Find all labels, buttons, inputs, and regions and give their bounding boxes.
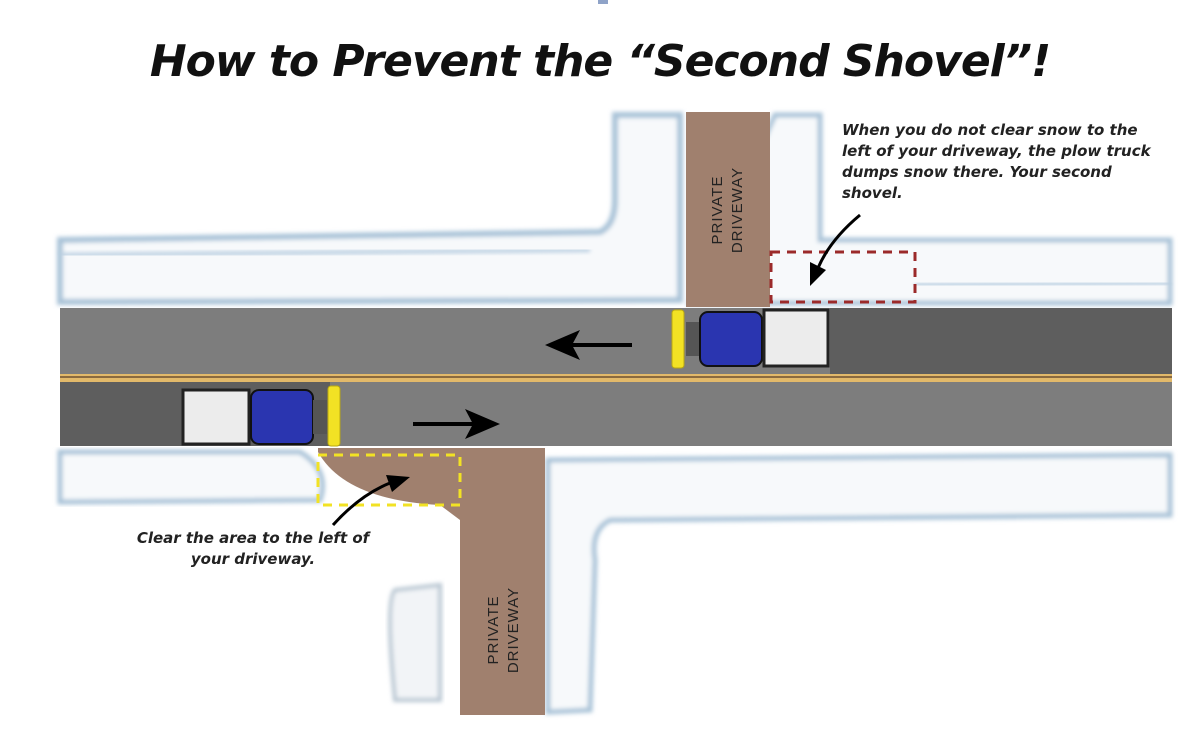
note-line: shovel. <box>842 184 903 202</box>
note-second-shovel: When you do not clear snow to the left o… <box>842 120 1151 204</box>
note-line: left of your driveway, the plow truck <box>842 142 1151 160</box>
plow-truck-top <box>671 308 830 369</box>
arrow-right-icon <box>413 409 500 439</box>
driveway-label-top-line1: PRIVATE <box>709 176 726 245</box>
snow-bank-bottom-right <box>388 452 1173 715</box>
callout-arrow-top <box>810 213 861 286</box>
note-line: When you do not clear snow to the <box>842 121 1138 139</box>
driveway-label-top-line2: DRIVEWAY <box>729 167 746 253</box>
snow-bank-bottom-left <box>57 449 325 505</box>
note-line: Clear the area to the left of <box>136 529 370 547</box>
plow-truck-bottom <box>181 385 341 447</box>
clear-area-box <box>316 453 462 507</box>
driveway-label-bottom-line1: PRIVATE <box>485 596 502 665</box>
page-title: How to Prevent the “Second Shovel”! <box>149 36 1051 87</box>
top-edge-mark <box>598 0 608 4</box>
problem-area-box <box>769 250 917 304</box>
driveway-label-bottom-line2: DRIVEWAY <box>505 587 522 673</box>
driveway-top <box>686 112 770 307</box>
arrow-left-icon <box>545 330 632 360</box>
callout-arrow-bottom <box>331 475 410 527</box>
note-line: dumps snow there. Your second <box>842 163 1112 181</box>
driveway-bottom <box>318 448 545 715</box>
note-clear-area: Clear the area to the left of your drive… <box>128 528 378 570</box>
note-line: your driveway. <box>190 550 316 568</box>
snow-bank-top-left <box>57 112 683 306</box>
